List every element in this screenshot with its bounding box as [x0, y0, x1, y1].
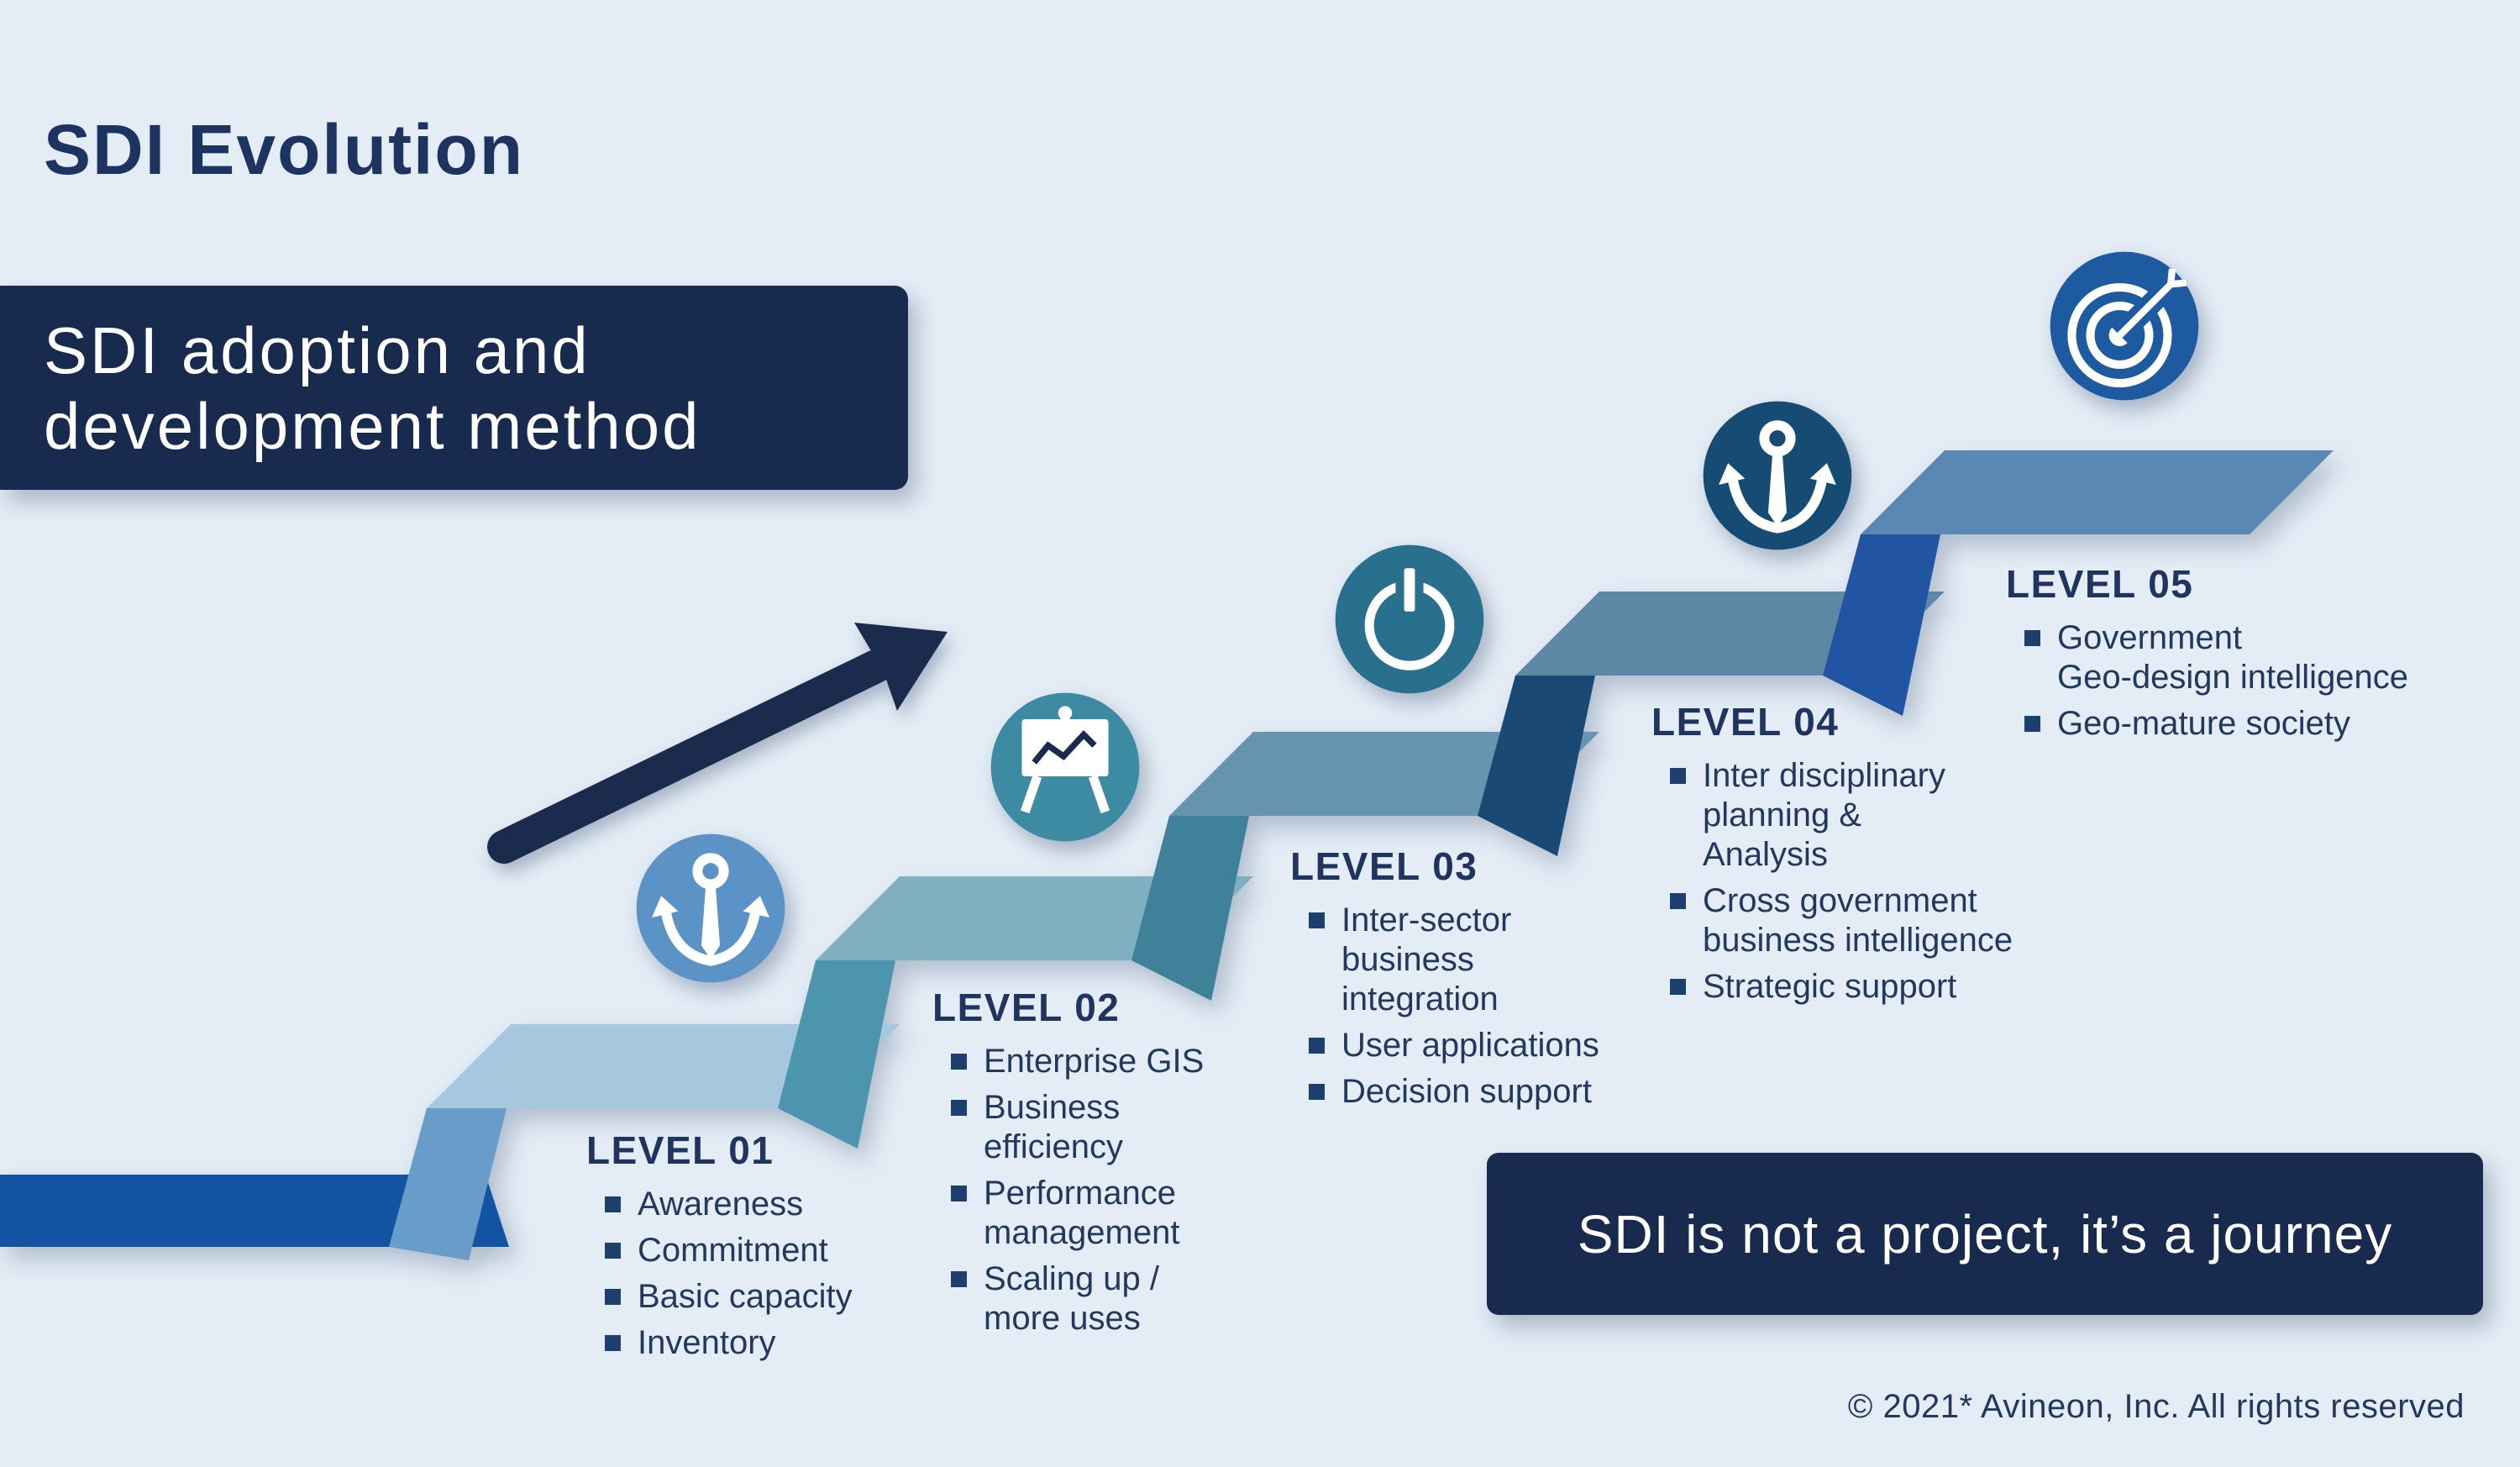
step-1-riser: [389, 1108, 507, 1260]
header-banner-line1: SDI adoption and: [44, 313, 591, 387]
bullet-square: [2024, 716, 2040, 732]
bullet-text: User applications: [1341, 1027, 1599, 1064]
bullet-item: Strategic support: [1670, 967, 2013, 1007]
bullet-square: [951, 1100, 967, 1116]
bullet-square: [1309, 912, 1325, 928]
bullet-square: [1309, 1038, 1325, 1054]
level-2-icon-badge: [990, 692, 1140, 842]
anchor-icon: [652, 853, 769, 966]
copyright-text: © 2021* Avineon, Inc. All rights reserve…: [1847, 1388, 2465, 1425]
bullet-text: Decision support: [1341, 1073, 1592, 1110]
bullet-text: Strategic support: [1703, 968, 1957, 1005]
bullet-item: Decision support: [1309, 1072, 1599, 1112]
presentation-chart-icon: [1020, 706, 1110, 814]
icon-circle-bg: [1335, 544, 1484, 694]
header-banner: SDI adoption and development method: [0, 286, 908, 490]
bullet-item: Scaling up /more uses: [951, 1259, 1204, 1338]
level-1-icon-badge: [636, 833, 785, 983]
bullet-square: [951, 1271, 967, 1287]
level-02-title: LEVEL 02: [932, 986, 1121, 1029]
bullet-item: Geo-mature society: [2024, 704, 2408, 744]
bullet-item: Commitment: [605, 1231, 853, 1270]
base-bar: [0, 1175, 509, 1247]
level-04-title: LEVEL 04: [1651, 700, 1840, 744]
bullet-text: Inventory: [638, 1324, 776, 1361]
bullet-square: [951, 1186, 967, 1201]
journey-banner: SDI is not a project, it’s a journey: [1487, 1153, 2483, 1315]
bullet-square: [605, 1243, 621, 1259]
bullet-square: [605, 1289, 621, 1305]
step-3-riser: [1131, 816, 1249, 1001]
growth-arrow-shaft: [487, 649, 893, 864]
bullet-text: Enterprise GIS: [984, 1043, 1205, 1080]
staircase-steps: [0, 450, 2334, 1260]
header-banner-line2: development method: [44, 388, 701, 463]
step-2-riser: [778, 960, 895, 1149]
power-icon: [1364, 568, 1455, 670]
bullet-square: [951, 1054, 967, 1070]
bullet-text: Scaling up /more uses: [984, 1260, 1160, 1337]
bullet-item: Basic capacity: [605, 1277, 853, 1317]
bullet-square: [2024, 630, 2040, 646]
bullet-text: Awareness: [638, 1186, 804, 1222]
level-4-icon-badge: [1703, 401, 1852, 550]
level-5-icon-badge: [2050, 251, 2199, 401]
journey-banner-text: SDI is not a project, it’s a journey: [1577, 1203, 2393, 1265]
bullet-item: Inventory: [605, 1323, 853, 1363]
growth-arrow: [487, 623, 948, 864]
bullet-text: Geo-mature society: [2057, 705, 2351, 742]
bullet-text: Commitment: [638, 1232, 828, 1269]
bullet-square: [1309, 1084, 1325, 1100]
bullet-item: User applications: [1309, 1026, 1599, 1065]
level-3-icon-badge: [1335, 544, 1484, 694]
growth-arrow-head: [854, 623, 948, 711]
page-title: SDI Evolution: [44, 110, 524, 189]
step-4-riser: [1478, 676, 1595, 856]
bullet-square: [605, 1196, 621, 1212]
level-03-title: LEVEL 03: [1290, 844, 1478, 888]
bullet-square: [1670, 893, 1686, 909]
level-01-title: LEVEL 01: [586, 1128, 774, 1172]
step-5-riser: [1823, 534, 1940, 716]
step-1-tread: [427, 1024, 900, 1108]
anchor-icon: [1719, 420, 1836, 534]
bullet-item: Awareness: [605, 1185, 853, 1224]
target-icon: [2067, 268, 2187, 388]
bullet-square: [1670, 768, 1686, 784]
level-05-title: LEVEL 05: [2006, 562, 2194, 606]
bullet-text: Basic capacity: [638, 1278, 853, 1315]
bullet-item: Enterprise GIS: [951, 1042, 1204, 1081]
bullet-square: [1670, 979, 1686, 995]
step-5-tread: [1861, 450, 2334, 534]
bullet-square: [605, 1335, 621, 1351]
